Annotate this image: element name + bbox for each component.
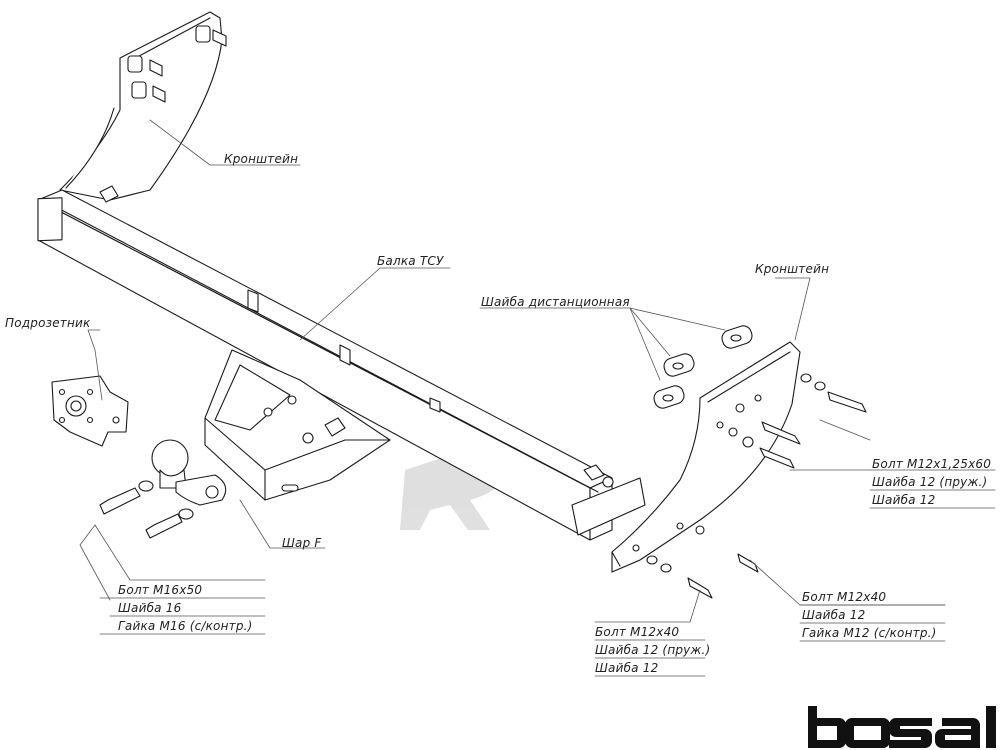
label-right-bracket: Кронштейн [755,262,830,276]
bosal-logo [808,706,996,748]
label-beam: Балка ТСУ [377,254,444,268]
label-m12-spring-washer: Шайба 12 [595,661,659,675]
towbar-beam [37,189,646,541]
label-left-bracket: Кронштейн [224,152,299,166]
label-m12-nut-washer: Шайба 12 [802,608,866,622]
ball-mount-plate [204,289,614,501]
label-m16-washer: Шайба 16 [118,601,182,615]
tow-ball [151,439,227,506]
label-m12-fine-bolt: Болт М12х1,25х60 [872,457,992,471]
label-m12-spring-bolt: Болт М12х40 [595,625,680,639]
label-m12-fine-spring-washer: Шайба 12 (пруж.) [872,475,988,489]
label-m12-nut-bolt: Болт М12х40 [802,590,887,604]
m16-fasteners [99,480,194,539]
left-bracket [59,11,227,203]
label-spacer: Шайба дистанционная [481,295,630,309]
label-m12-fine-washer: Шайба 12 [872,493,936,507]
label-m16-nut: Гайка М16 (с/контр.) [118,619,253,633]
right-bracket [611,341,801,573]
spacer-washers [653,325,753,409]
label-ball: Шар F [282,536,322,550]
leader-lines [79,119,996,677]
label-m12-spring-spring-washer: Шайба 12 (пруж.) [595,643,711,657]
label-m16-bolt: Болт М16х50 [118,583,203,597]
label-m12-nut-nut: Гайка М12 (с/контр.) [802,626,937,640]
socket-plate [51,375,129,447]
m12-fasteners [646,373,867,599]
label-socket-plate: Подрозетник [5,316,91,330]
